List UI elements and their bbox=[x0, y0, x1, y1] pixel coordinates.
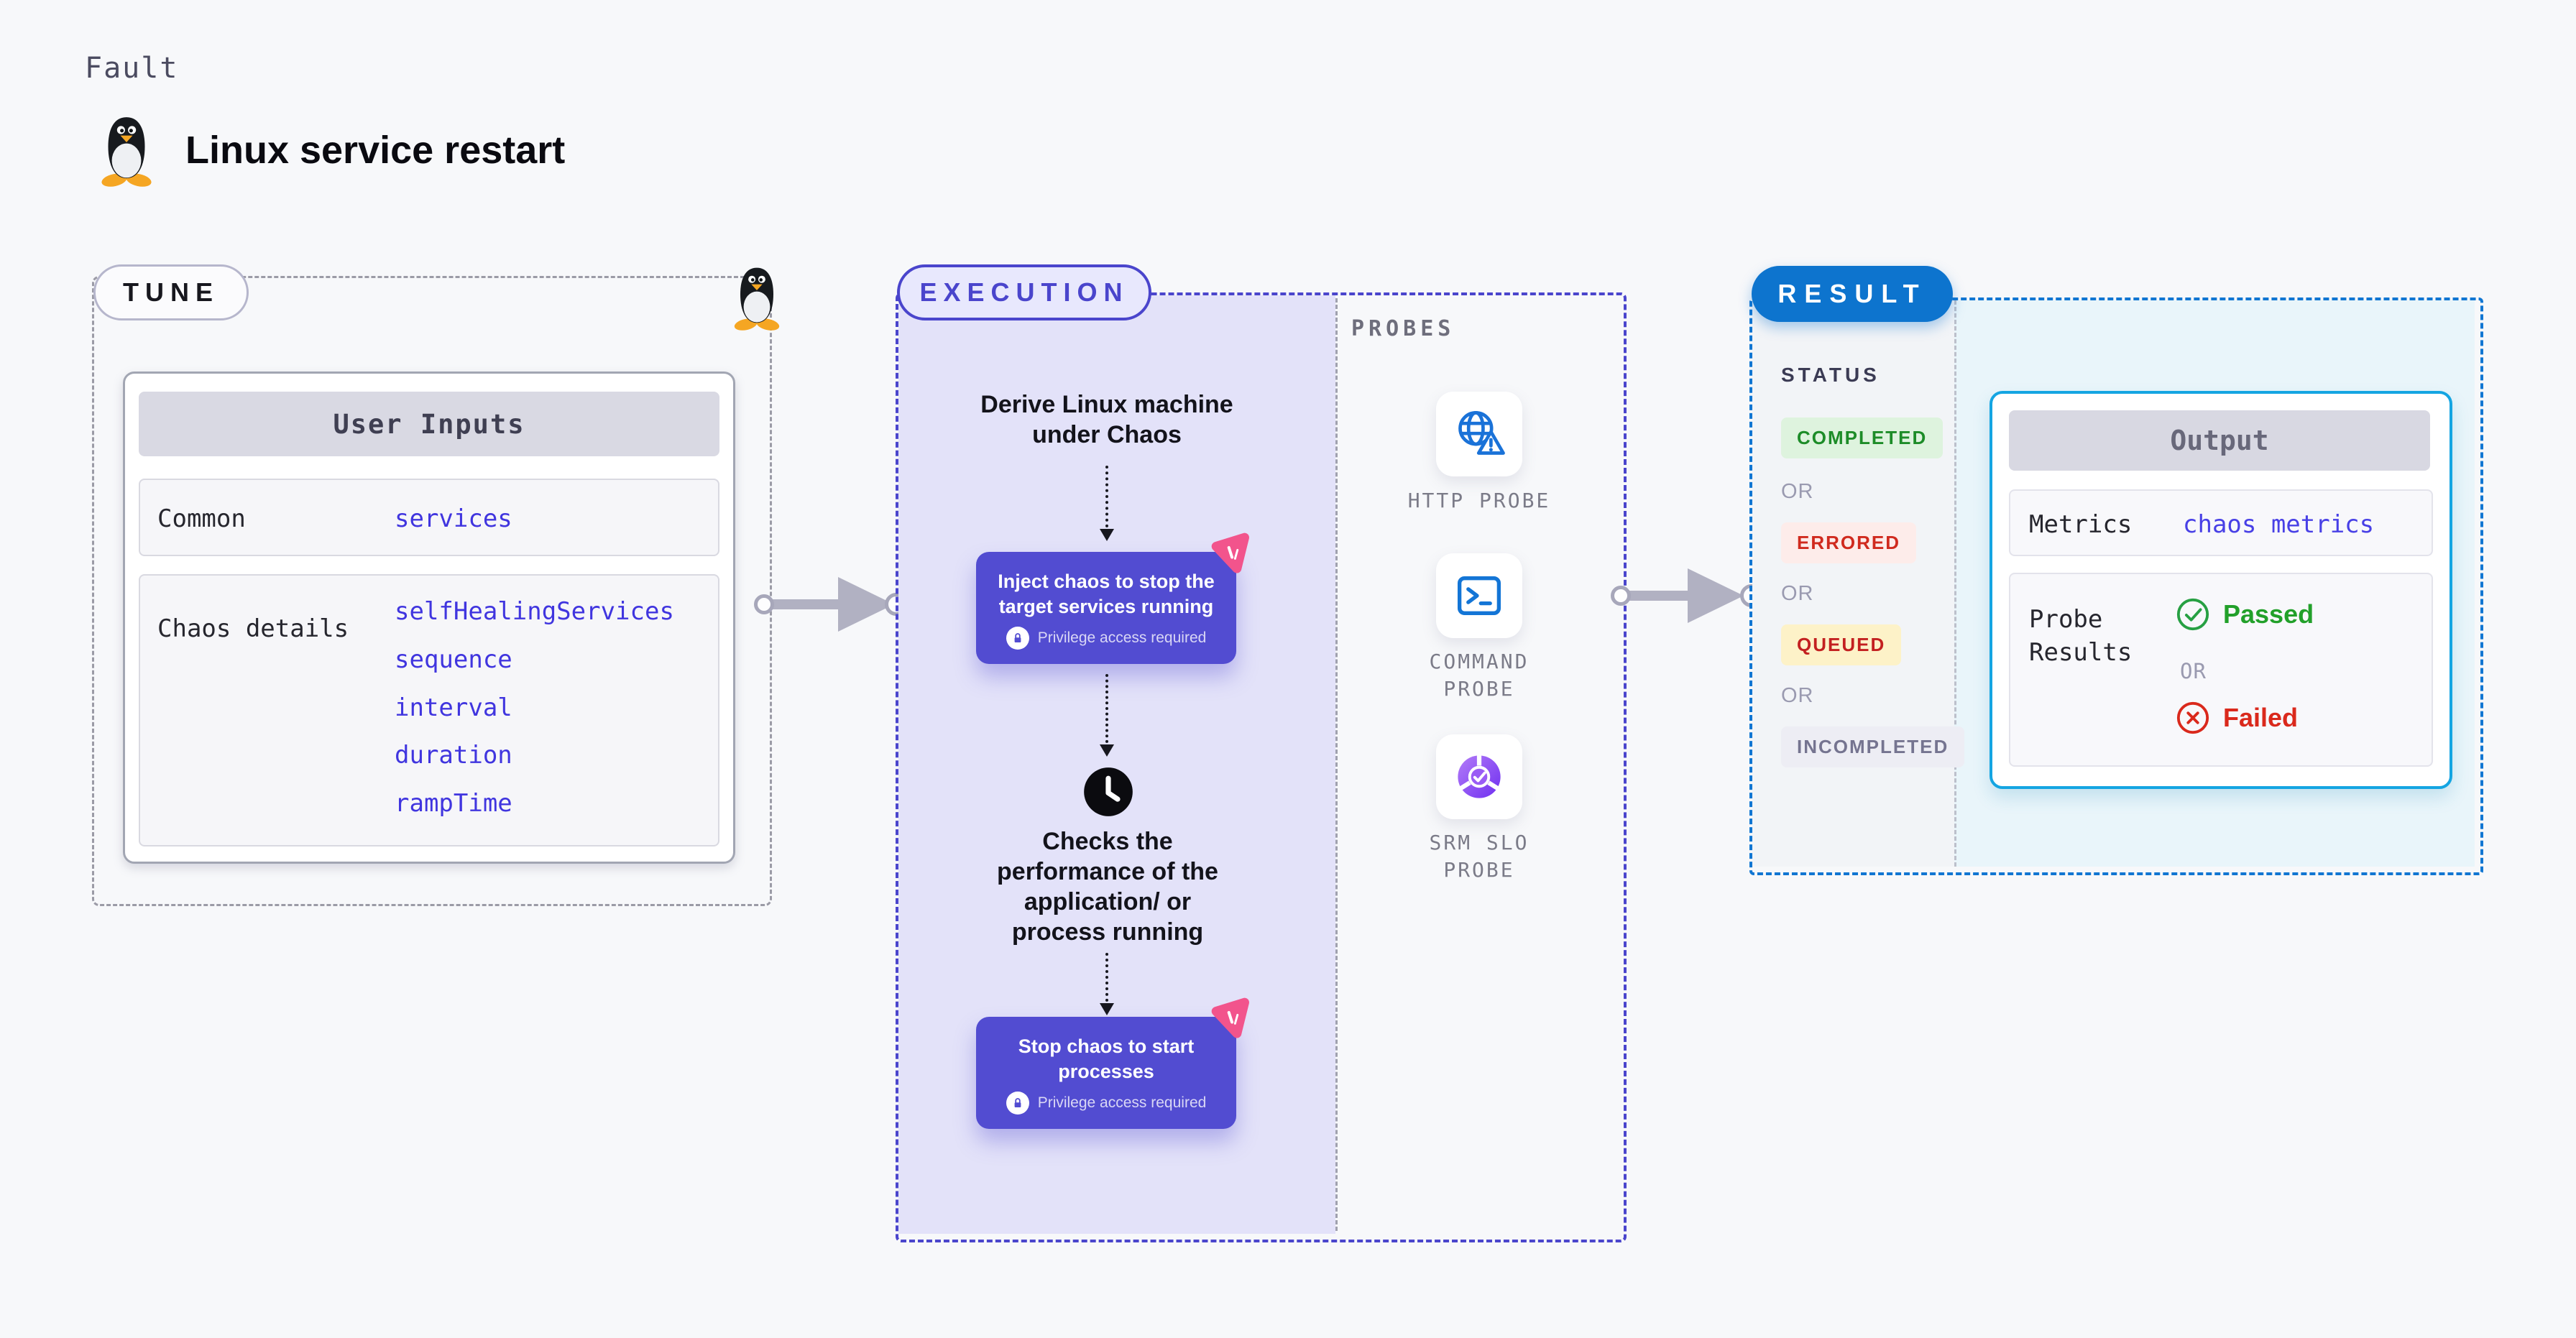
globe-alert-icon bbox=[1458, 411, 1505, 455]
param-ramptime: rampTime bbox=[395, 789, 512, 818]
failed-line: Failed bbox=[2176, 701, 2298, 735]
probe-results-row: Probe Results Passed OR Failed bbox=[2009, 573, 2433, 767]
status-badge-incompleted: INCOMPLETED bbox=[1781, 726, 1965, 767]
probe-results-label: Probe Results bbox=[2029, 605, 2133, 667]
status-badge-queued: QUEUED bbox=[1781, 624, 1902, 665]
slo-pie-check-icon bbox=[1458, 754, 1501, 798]
page-title: Linux service restart bbox=[185, 129, 566, 172]
passed-label: Passed bbox=[2223, 599, 2314, 629]
param-duration: duration bbox=[395, 741, 512, 770]
stop-chaos-title: Stop chaos to start processes bbox=[1018, 1035, 1195, 1082]
execution-to-result-arrowhead bbox=[1688, 568, 1744, 623]
privilege-note-text: Privilege access required bbox=[1037, 629, 1207, 646]
common-row-label: Common bbox=[157, 504, 246, 533]
execution-section-frame bbox=[896, 292, 1627, 1242]
tune-section-frame bbox=[92, 276, 772, 906]
srm-slo-probe-label: SRM SLO PROBE bbox=[1429, 831, 1530, 882]
inject-chaos-title: Inject chaos to stop the target services… bbox=[998, 571, 1215, 617]
param-interval: interval bbox=[395, 693, 512, 722]
common-row: Common services bbox=[139, 479, 719, 556]
dotted-connector bbox=[1105, 466, 1108, 527]
dotted-arrowhead bbox=[1100, 744, 1114, 757]
param-selfhealingservices: selfHealingServices bbox=[395, 597, 674, 626]
metrics-row: Metrics chaos metrics bbox=[2009, 489, 2433, 556]
metrics-label: Metrics bbox=[2029, 510, 2133, 539]
inject-chaos-box: Inject chaos to stop the target services… bbox=[976, 552, 1236, 664]
tux-penguin-icon bbox=[734, 267, 780, 331]
http-probe-card bbox=[1436, 392, 1522, 476]
chaos-details-row: Chaos details selfHealingServices sequen… bbox=[139, 574, 719, 846]
dotted-connector bbox=[1105, 674, 1108, 743]
probes-divider bbox=[1335, 298, 1338, 1231]
probes-label: PROBES bbox=[1351, 316, 1455, 341]
check-circle-icon bbox=[2176, 598, 2209, 631]
command-probe-label: COMMAND PROBE bbox=[1429, 650, 1530, 701]
or-separator: OR bbox=[1781, 480, 1814, 503]
privilege-note: Privilege access required bbox=[976, 1092, 1236, 1115]
execution-to-result-arrow bbox=[1626, 591, 1701, 601]
status-column-bg bbox=[1752, 300, 1954, 867]
connector-dot bbox=[1611, 586, 1631, 606]
connector-dot bbox=[754, 594, 774, 614]
status-badge-errored: ERRORED bbox=[1781, 522, 1917, 563]
dotted-arrowhead bbox=[1100, 1003, 1114, 1015]
privilege-note-text: Privilege access required bbox=[1037, 1094, 1207, 1111]
x-circle-icon bbox=[2176, 701, 2209, 734]
passed-line: Passed bbox=[2176, 597, 2314, 632]
result-section-frame bbox=[1749, 297, 2483, 875]
lock-icon bbox=[1006, 627, 1029, 650]
dotted-arrowhead bbox=[1100, 529, 1114, 541]
execution-step1-text: Derive Linux machine under Chaos bbox=[980, 391, 1233, 448]
or-separator: OR bbox=[1781, 684, 1814, 707]
metrics-value: chaos metrics bbox=[2183, 510, 2375, 539]
execution-badge: EXECUTION bbox=[897, 264, 1151, 320]
privilege-note: Privilege access required bbox=[976, 627, 1236, 650]
dotted-connector bbox=[1105, 953, 1108, 1002]
chaos-spark-icon bbox=[1211, 532, 1249, 573]
or-separator: OR bbox=[2180, 659, 2207, 683]
output-header: Output bbox=[2009, 410, 2430, 471]
param-services: services bbox=[395, 504, 512, 533]
user-inputs-card: User Inputs Common services Chaos detail… bbox=[123, 372, 735, 864]
status-badge-completed: COMPLETED bbox=[1781, 417, 1944, 458]
srm-slo-probe-card bbox=[1436, 734, 1522, 819]
status-label: STATUS bbox=[1781, 364, 1880, 386]
status-output-divider bbox=[1954, 300, 1956, 867]
failed-label: Failed bbox=[2223, 703, 2299, 732]
or-separator: OR bbox=[1781, 582, 1814, 605]
output-card: Output Metrics chaos metrics Probe Resul… bbox=[1990, 391, 2452, 789]
result-badge: RESULT bbox=[1752, 266, 1953, 322]
chaos-spark-icon bbox=[1211, 997, 1249, 1038]
fault-kicker: Fault bbox=[85, 52, 179, 85]
terminal-icon bbox=[1457, 576, 1501, 615]
http-probe-label: HTTP PROBE bbox=[1407, 489, 1551, 512]
clock-icon bbox=[1084, 767, 1133, 816]
lock-icon bbox=[1006, 1092, 1029, 1115]
stop-chaos-box: Stop chaos to start processes Privilege … bbox=[976, 1017, 1236, 1129]
tux-penguin-icon bbox=[101, 117, 152, 187]
tune-to-execution-arrow bbox=[769, 599, 850, 609]
user-inputs-header: User Inputs bbox=[139, 392, 719, 456]
param-sequence: sequence bbox=[395, 645, 512, 674]
execution-step2-text: Checks the performance of the applicatio… bbox=[997, 828, 1218, 946]
command-probe-card bbox=[1436, 553, 1522, 638]
chaos-details-label: Chaos details bbox=[157, 614, 349, 643]
tune-badge: TUNE bbox=[93, 264, 249, 320]
